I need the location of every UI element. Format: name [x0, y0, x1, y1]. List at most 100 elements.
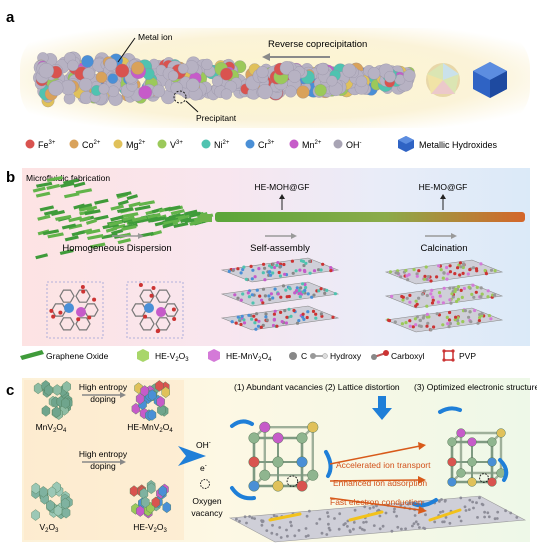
- graphene-sheet: [121, 212, 139, 219]
- ion-flow-arrows: [230, 406, 509, 508]
- particle: [177, 63, 189, 74]
- graphene-sheet: [43, 209, 59, 216]
- graphene-sheet: [62, 178, 80, 185]
- graphene-layer: [220, 281, 340, 307]
- he-v2o3-label: HE-V2O3: [133, 522, 167, 534]
- legend-c: C: [289, 351, 307, 361]
- particle: [81, 55, 94, 68]
- graphene-sheet: [35, 191, 51, 198]
- lattice-atom: [259, 469, 271, 481]
- graphene-sheet: [128, 201, 142, 208]
- legend-ion-swatch: [69, 139, 79, 149]
- legend-ion: Mn2+: [289, 139, 322, 150]
- stage-arrows: [112, 233, 457, 239]
- particle: [326, 75, 338, 87]
- graphene-sheet: [35, 253, 49, 260]
- graphene-sheet: [163, 219, 180, 226]
- graphene-layer: [384, 283, 504, 309]
- particle: [115, 63, 130, 78]
- graphene-sheet: [71, 230, 86, 237]
- mnv2o4-label: MnV2O4: [36, 422, 67, 434]
- graphene-sheet: [89, 242, 106, 249]
- graphene-sheet: [59, 248, 74, 255]
- graphene-sheet: [87, 233, 104, 240]
- graphene-layer: [220, 305, 340, 331]
- graphene-sheet: [110, 215, 124, 222]
- effect-ion-transport: Accelerated ion transport: [336, 460, 431, 470]
- particle: [284, 85, 297, 98]
- particle: [78, 77, 93, 92]
- particle: [167, 70, 179, 82]
- crystal-cluster: [33, 380, 73, 420]
- legend-ion-label: V3+: [170, 140, 183, 150]
- lattice-atom: [307, 469, 319, 481]
- legend-hydroxy: Hydroxy: [310, 351, 362, 361]
- legend-carboxyl-label: Carboxyl: [391, 351, 425, 361]
- particle: [288, 69, 302, 83]
- doping-arrow-head-1: [120, 392, 126, 398]
- graphene-sheet: [93, 214, 109, 221]
- graphene-oxide-cone: [32, 176, 214, 260]
- lattice-atom: [248, 456, 260, 468]
- graphene-sheet: [184, 209, 198, 216]
- particle: [403, 69, 416, 82]
- graphene-sheet: [73, 181, 86, 188]
- graphene-sheet: [42, 229, 60, 236]
- hemo-arrow-head: [440, 194, 446, 199]
- crystal-cluster: [131, 380, 170, 422]
- effect-electron-conduction: Fast electron conduction: [330, 497, 423, 507]
- graphene-sheet: [54, 214, 72, 221]
- particle: [107, 85, 120, 98]
- panel-c: c High entropy doping High entropy dopin…: [6, 378, 537, 543]
- graphene-sheet: [78, 205, 93, 212]
- fiber: [215, 212, 525, 222]
- lattice-atom: [307, 421, 319, 433]
- metallic-hydroxide-crystal: [473, 62, 507, 98]
- graphene-sheet: [85, 228, 101, 235]
- particle: [342, 63, 357, 78]
- legend-ion: V3+: [157, 139, 183, 150]
- precipitant-pointer: [185, 100, 199, 113]
- particle: [257, 84, 273, 100]
- particle: [38, 63, 54, 79]
- graphene-layer: [220, 257, 340, 283]
- graphene-sheet: [170, 209, 185, 216]
- legend-ion-swatch: [245, 139, 255, 149]
- panel-c-letter: c: [6, 382, 14, 399]
- lattice-atom: [296, 432, 308, 444]
- graphene-sheet: [164, 205, 181, 212]
- particle: [316, 62, 329, 76]
- graphene-sheet: [173, 222, 189, 229]
- vacancy-site: [479, 473, 489, 483]
- graphene-sheet: [78, 215, 91, 222]
- chevron-arrow-icon: [178, 446, 206, 466]
- dispersion-molecules: [46, 281, 184, 339]
- self-assembly-label: Self-assembly: [250, 243, 310, 254]
- legend-carboxyl: Carboxyl: [371, 350, 425, 361]
- molecule-unit: [126, 281, 184, 339]
- lattice-atom: [259, 421, 271, 433]
- graphene-sheet: [131, 215, 148, 222]
- doping-label-1: doping: [90, 394, 116, 404]
- b-legend: Graphene Oxide HE-V2O3 HE-MnV2O4 C Hydro…: [20, 349, 476, 363]
- particle: [220, 67, 233, 81]
- legend-ion-label: Cr3+: [258, 140, 275, 150]
- legend-pvp: PVP: [442, 349, 476, 362]
- graphene-layer: [384, 259, 504, 285]
- legend-he-v2o3: HE-V2O3: [137, 349, 189, 363]
- legend-ion-label: Mg2+: [126, 140, 146, 150]
- crystal-cluster: [31, 481, 73, 521]
- particle: [201, 58, 213, 71]
- legend-ion-label: OH-: [346, 140, 362, 150]
- graphene-sheet: [78, 203, 93, 210]
- self-assembly-stack: [220, 257, 340, 331]
- legend-ion: Cr3+: [245, 139, 275, 150]
- graphene-sheet: [94, 198, 109, 205]
- high-entropy-label-2: High entropy: [79, 449, 128, 459]
- hemoh-arrow-head: [279, 194, 285, 199]
- legend-ion: Fe3+: [25, 139, 56, 150]
- lattice-atom: [248, 432, 260, 444]
- graphene-sheet: [117, 199, 129, 206]
- particle: [211, 75, 223, 87]
- lattice-crystal-1: [248, 421, 319, 492]
